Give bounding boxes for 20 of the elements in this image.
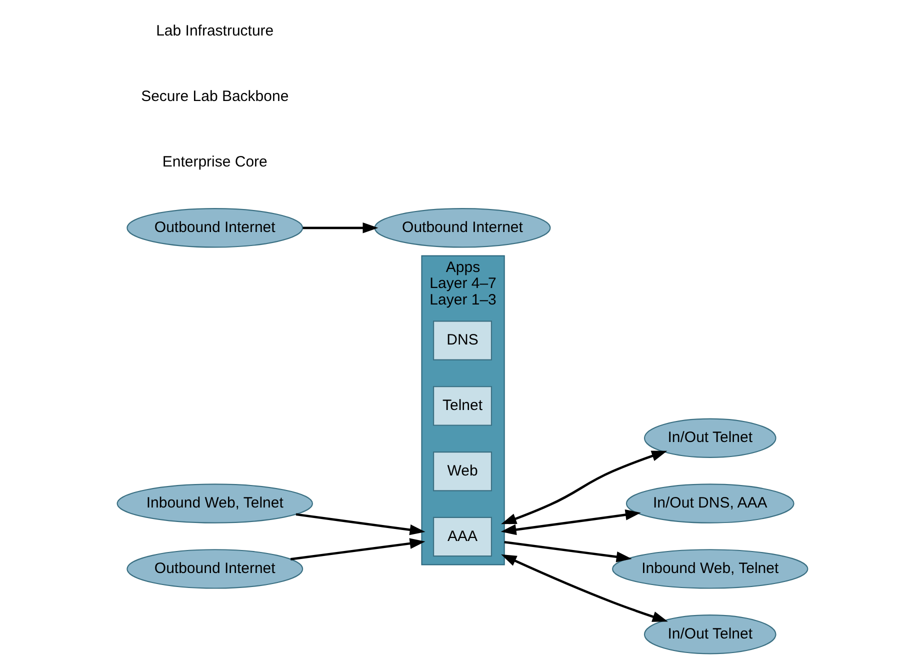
node-ellipse: Outbound Internet: [126, 549, 303, 589]
arrow: [302, 222, 378, 234]
label: Lab Infrastructure: [156, 22, 274, 40]
arrow: [295, 513, 425, 536]
arrow: [500, 554, 668, 622]
label: Enterprise Core: [162, 153, 267, 170]
node-box: Telnet: [432, 386, 492, 426]
node-ellipse: Inbound Web, Telnet: [116, 484, 312, 524]
label: Secure Lab Backbone: [140, 88, 288, 106]
arrow: [504, 540, 632, 562]
node-ellipse: In/Out Telnet: [643, 614, 776, 654]
node-box: Web: [432, 452, 492, 492]
node-box: AAA: [432, 516, 492, 557]
node-box: DNS: [432, 320, 492, 360]
arrow: [290, 538, 425, 560]
node-ellipse: Outbound Internet: [374, 208, 550, 248]
arrow: [500, 450, 667, 524]
node-ellipse: In/Out Telnet: [643, 418, 776, 458]
arrow: [500, 509, 640, 536]
node-ellipse: Outbound Internet: [126, 208, 303, 248]
